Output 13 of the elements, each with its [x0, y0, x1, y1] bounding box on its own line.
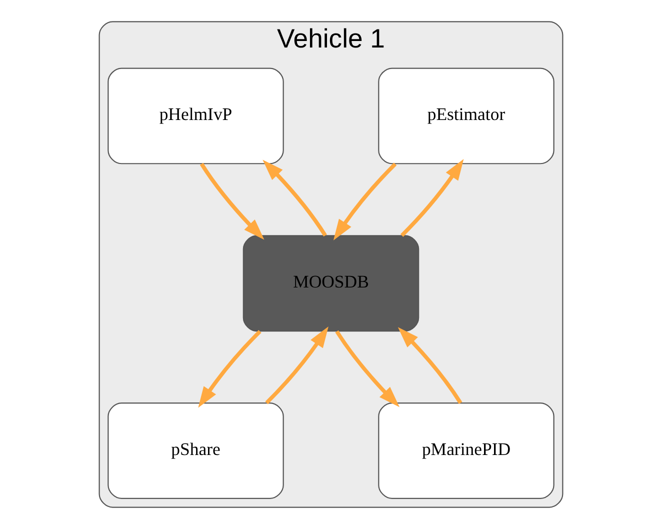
- arrow: [400, 159, 464, 237]
- arrow: [198, 330, 261, 408]
- arrow: [332, 162, 396, 240]
- arrow: [199, 162, 264, 240]
- node-box: MOOSDB: [242, 235, 419, 332]
- arrow: [334, 330, 400, 408]
- node-box: pHelmIvP: [107, 68, 284, 164]
- arrow: [262, 160, 326, 237]
- node-box: pMarinePID: [378, 402, 554, 499]
- node-box: pEstimator: [378, 68, 554, 164]
- node-box: pShare: [107, 402, 284, 499]
- arrow: [264, 326, 328, 404]
- arrow: [397, 327, 462, 404]
